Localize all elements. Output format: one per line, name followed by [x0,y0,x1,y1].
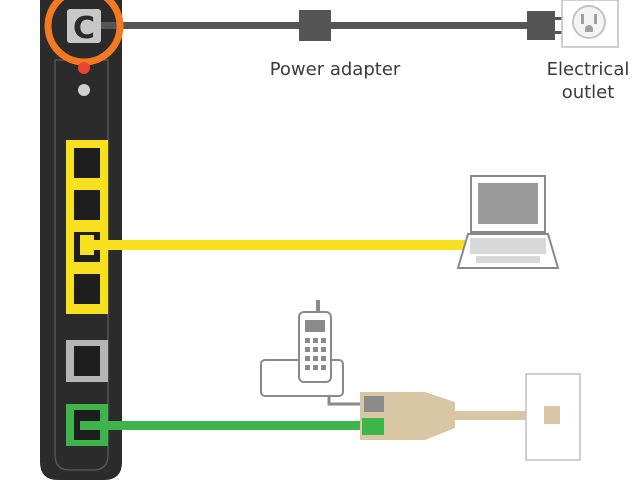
power-led [78,62,90,74]
power-plug [527,11,555,40]
power-adapter-label: Power adapter [269,59,401,80]
electrical-outlet-icon [561,0,619,48]
power-port: C [44,0,124,66]
phone-cord [327,396,364,406]
power-port-icon [67,9,101,43]
laptop-icon [456,175,560,269]
cordless-phone-icon [260,300,344,397]
power-adapter-icon [299,10,331,41]
ethernet-port-4 [74,274,100,304]
phone-port [66,340,108,382]
power-cable [96,10,566,41]
electrical-outlet-label-line1: Electrical [546,59,630,80]
ethernet-cable [80,235,472,255]
dsl-cable [80,421,372,430]
status-led [78,84,90,96]
dsl-filter-icon [360,392,550,440]
phone-jack-icon [525,373,581,461]
ethernet-port-2 [74,190,100,220]
ethernet-port-1 [74,148,100,178]
electrical-outlet-label-line2: outlet [561,82,615,103]
ethernet-ports [66,140,108,314]
power-port-letter: C [73,11,95,46]
